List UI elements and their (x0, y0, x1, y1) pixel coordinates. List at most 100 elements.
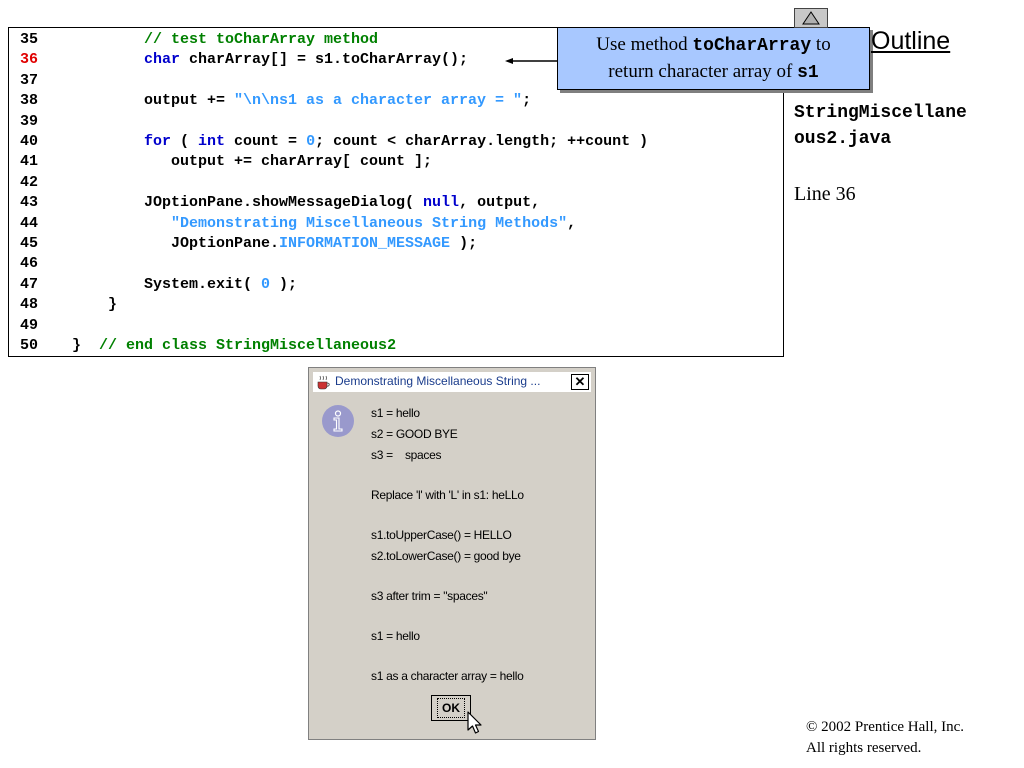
code-token: ); (270, 275, 298, 293)
java-cup-icon (315, 374, 331, 390)
code-text: } (108, 295, 117, 315)
code-line: 40 for ( int count = 0; count < charArray… (9, 132, 783, 152)
code-token: "\n\ns1 as a character array = " (234, 92, 523, 110)
file-name-line-1: StringMiscellane (794, 103, 967, 123)
line-number: 45 (20, 235, 39, 252)
line-number: 43 (20, 194, 39, 212)
code-text: output += charArray[ count ]; (144, 152, 432, 172)
code-token: } (72, 337, 100, 354)
code-line: 43 JOptionPane.showMessageDialog( null, o… (9, 193, 783, 213)
dialog-message-line: s1 = hello (371, 629, 420, 643)
outline-link[interactable]: Outline (871, 27, 951, 55)
ok-button-label: OK (437, 698, 465, 718)
code-token: 0 (306, 133, 316, 150)
callout-text-2: to (811, 34, 831, 55)
close-button[interactable]: ✕ (571, 374, 589, 390)
dialog-message-line: s2 = GOOD BYE (371, 427, 458, 441)
code-line: 42 (9, 173, 783, 193)
code-line: 35 // test toCharArray method (9, 30, 783, 50)
dialog-message-line: s2.toLowerCase() = good bye (371, 549, 521, 563)
code-text: JOptionPane.showMessageDialog( null, out… (144, 193, 540, 213)
line-reference: Line 36 (794, 183, 856, 205)
dialog-message-line: s1 as a character array = hello (371, 669, 524, 683)
code-token: , (567, 214, 577, 232)
line-number: 35 (20, 31, 39, 48)
code-token: count = (225, 133, 307, 150)
code-token: System.exit( (144, 275, 262, 293)
copyright-notice: © 2002 Prentice Hall, Inc. All rights re… (806, 717, 964, 759)
dialog-titlebar[interactable]: Demonstrating Miscellaneous String ... ✕ (313, 372, 591, 392)
code-text: System.exit( 0 ); (144, 275, 297, 295)
code-text: } // end class StringMiscellaneous2 (72, 336, 396, 356)
code-line: 49 (9, 316, 783, 336)
code-token: JOptionPane. (144, 235, 280, 252)
callout-var: s1 (797, 63, 819, 83)
code-line: 36 char charArray[] = s1.toCharArray(); (9, 50, 783, 70)
line-number: 44 (20, 214, 39, 232)
code-token: INFORMATION_MESSAGE (279, 235, 451, 252)
code-token: // test toCharArray method (144, 31, 379, 48)
code-line: 41 output += charArray[ count ]; (9, 152, 783, 172)
dialog-message-line: s1.toUpperCase() = HELLO (371, 528, 512, 542)
line-number: 50 (20, 337, 39, 354)
code-line: 39 (9, 112, 783, 132)
triangle-up-icon (802, 11, 820, 25)
callout-text-1: Use method (596, 34, 693, 55)
dialog-title: Demonstrating Miscellaneous String ... (335, 374, 541, 388)
code-token: ; (522, 92, 532, 110)
mouse-pointer-icon (467, 711, 482, 734)
code-token: int (198, 133, 226, 150)
code-token: null (423, 194, 460, 212)
information-icon (322, 405, 354, 437)
code-token: char (144, 51, 181, 69)
code-token (144, 215, 171, 232)
line-number: 48 (20, 296, 39, 314)
code-text: JOptionPane.INFORMATION_MESSAGE ); (144, 234, 477, 254)
callout-method: toCharArray (692, 36, 812, 56)
copyright-line-2: All rights reserved. (806, 740, 922, 756)
code-text: "Demonstrating Miscellaneous String Meth… (144, 214, 576, 234)
dialog-message-line: Replace 'l' with 'L' in s1: heLLo (371, 488, 524, 502)
callout-box: Use method toCharArray to return charact… (557, 27, 870, 90)
close-icon: ✕ (574, 374, 586, 389)
ok-button[interactable]: OK (431, 695, 471, 721)
code-line: 44 "Demonstrating Miscellaneous String M… (9, 214, 783, 234)
code-text: output += "\n\ns1 as a character array =… (144, 91, 531, 111)
line-number: 49 (20, 316, 39, 334)
code-line: 50} // end class StringMiscellaneous2 (9, 336, 783, 356)
code-token: 0 (261, 275, 271, 293)
line-number: 38 (20, 92, 39, 110)
code-token: output += (144, 92, 235, 110)
code-line: 37 (9, 71, 783, 91)
copyright-line-1: © 2002 Prentice Hall, Inc. (806, 719, 965, 735)
code-line: 46 (9, 254, 783, 274)
code-token: ); (450, 235, 478, 252)
code-token: charArray[] = s1.toCharArray(); (180, 51, 469, 69)
code-token: ; count < charArray.length; ++count ) (315, 133, 649, 150)
code-token: for (144, 133, 172, 150)
line-number: 37 (20, 71, 39, 89)
nav-up-button[interactable] (794, 8, 828, 28)
code-token: "Demonstrating Miscellaneous String Meth… (171, 214, 568, 232)
line-number: 46 (20, 255, 39, 273)
file-name: StringMiscellane ous2.java (794, 100, 967, 152)
file-name-line-2: ous2.java (794, 129, 892, 149)
code-token: , output, (459, 194, 541, 212)
line-number: 40 (20, 133, 39, 150)
line-number: 39 (20, 112, 39, 130)
line-number: 41 (20, 153, 39, 171)
dialog-message-line: s3 = spaces (371, 448, 442, 462)
line-number: 36 (20, 51, 39, 69)
code-line: 45 JOptionPane.INFORMATION_MESSAGE ); (9, 234, 783, 254)
callout-text-3: return character array of (608, 61, 798, 82)
code-text: char charArray[] = s1.toCharArray(); (144, 50, 468, 70)
line-number: 47 (20, 275, 39, 293)
code-token: JOptionPane.showMessageDialog( (144, 194, 424, 212)
code-text: for ( int count = 0; count < charArray.l… (144, 132, 648, 152)
message-dialog: Demonstrating Miscellaneous String ... ✕… (308, 367, 596, 740)
code-token: // end class StringMiscellaneous2 (99, 337, 397, 354)
line-number: 42 (20, 173, 39, 191)
code-token: output += charArray[ count ]; (144, 153, 433, 171)
callout-arrow (505, 58, 559, 64)
code-token: } (108, 296, 118, 314)
